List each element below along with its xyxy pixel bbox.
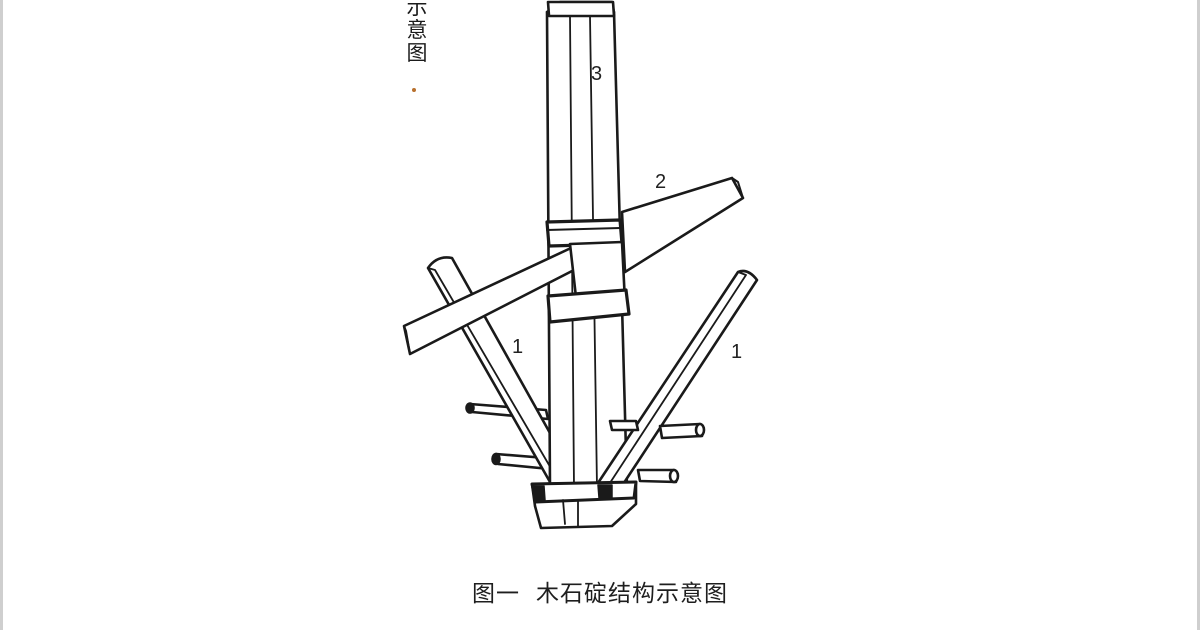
label-arm-right: 1	[731, 341, 742, 363]
frame-border-left	[0, 0, 3, 630]
label-arm-left: 1	[512, 336, 523, 358]
frame-border-right	[1197, 0, 1200, 630]
peg-end	[668, 468, 680, 484]
peg	[608, 419, 640, 432]
mast-band-top	[546, 0, 616, 18]
label-crossbar: 2	[655, 171, 666, 193]
print-speck	[412, 88, 416, 92]
side-label-char: 意	[406, 18, 428, 42]
side-label-char: 示	[406, 0, 428, 19]
figure-title: 木石碇结构示意图	[536, 581, 728, 607]
side-label-char: 图	[406, 41, 428, 65]
right-pegs	[608, 419, 706, 484]
peg-end	[491, 452, 501, 466]
arm-right	[594, 269, 759, 494]
vertical-side-label: 示 意 图	[402, 0, 432, 65]
label-mast: 3	[591, 63, 602, 85]
figure-number: 图一	[472, 581, 520, 607]
mast-band-lower	[546, 288, 631, 324]
peg-end	[465, 402, 475, 414]
figure-caption: 图一木石碇结构示意图	[0, 574, 1200, 608]
base-block	[530, 480, 638, 530]
peg-end	[694, 422, 706, 438]
